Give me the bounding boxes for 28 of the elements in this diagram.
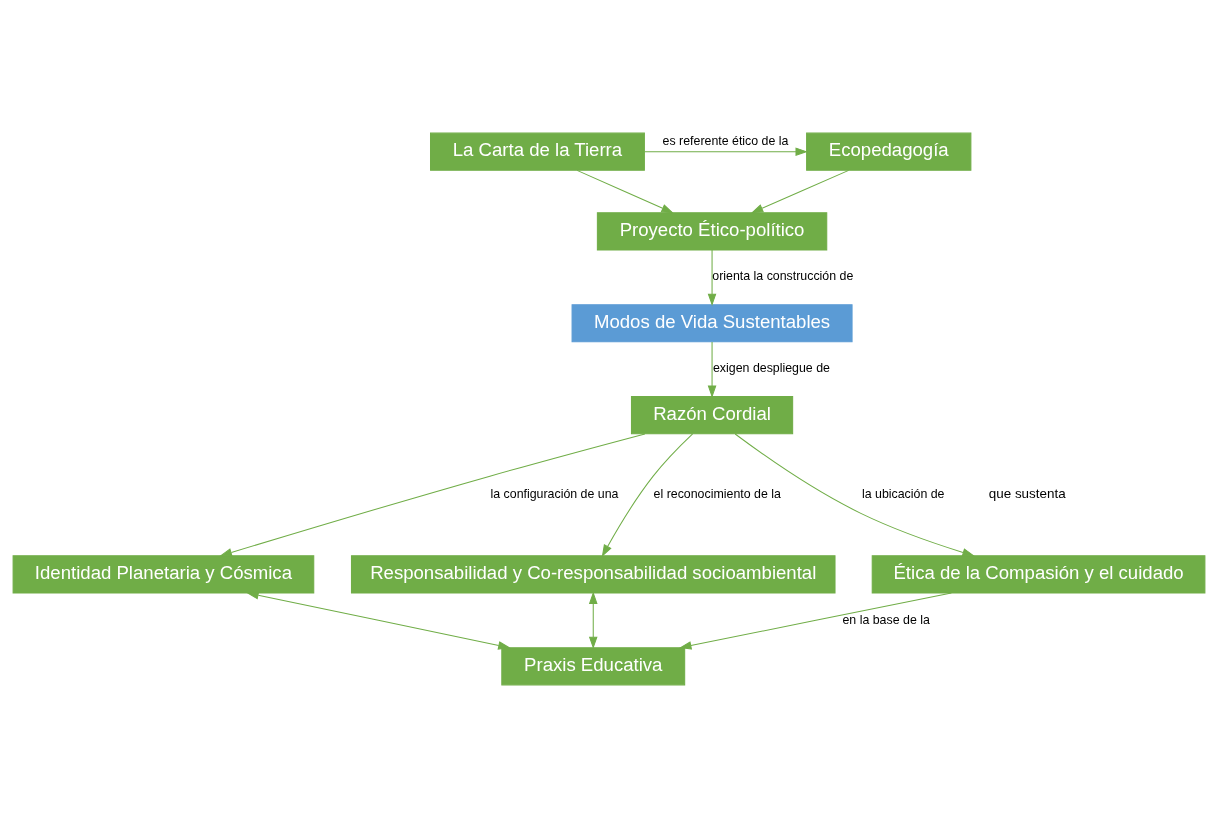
edge-label: exigen despliegue de <box>712 360 830 375</box>
arrow <box>219 432 646 557</box>
node-box: Responsabilidad y Co-responsabilidad socioambiental <box>350 554 836 593</box>
edge-label: el reconocimiento de la <box>653 486 781 501</box>
node-box: Identidad Planetaria y Cósmica <box>12 554 315 593</box>
node-box: La Carta de la Tierra <box>430 132 645 171</box>
arrow <box>246 590 511 650</box>
node-box: Ética de la Compasión y el cuidado <box>871 554 1206 593</box>
arrow <box>588 591 598 649</box>
edge-label: es referente ético de la <box>662 133 789 148</box>
edge-label: orienta la construcción de <box>712 268 854 283</box>
arrow <box>734 433 975 557</box>
edge-label: la ubicación de <box>861 486 945 501</box>
arrow <box>601 432 694 557</box>
node-box: Proyecto Ético-político <box>596 211 828 250</box>
arrow <box>707 249 717 306</box>
arrow <box>679 591 952 650</box>
arrow <box>576 169 674 213</box>
edge-label: en la base de la <box>842 611 930 626</box>
arrow <box>644 146 808 156</box>
edge-label: la configuración de una <box>490 486 619 501</box>
node-box: Praxis Educativa <box>501 646 686 685</box>
arrow <box>707 341 717 398</box>
node-box: Ecopedagogía <box>806 132 972 171</box>
arrow <box>750 169 850 213</box>
node-box: Modos de Vida Sustentables <box>571 303 853 342</box>
node-box: Razón Cordial <box>630 395 794 434</box>
label: que sustenta <box>988 485 1066 501</box>
